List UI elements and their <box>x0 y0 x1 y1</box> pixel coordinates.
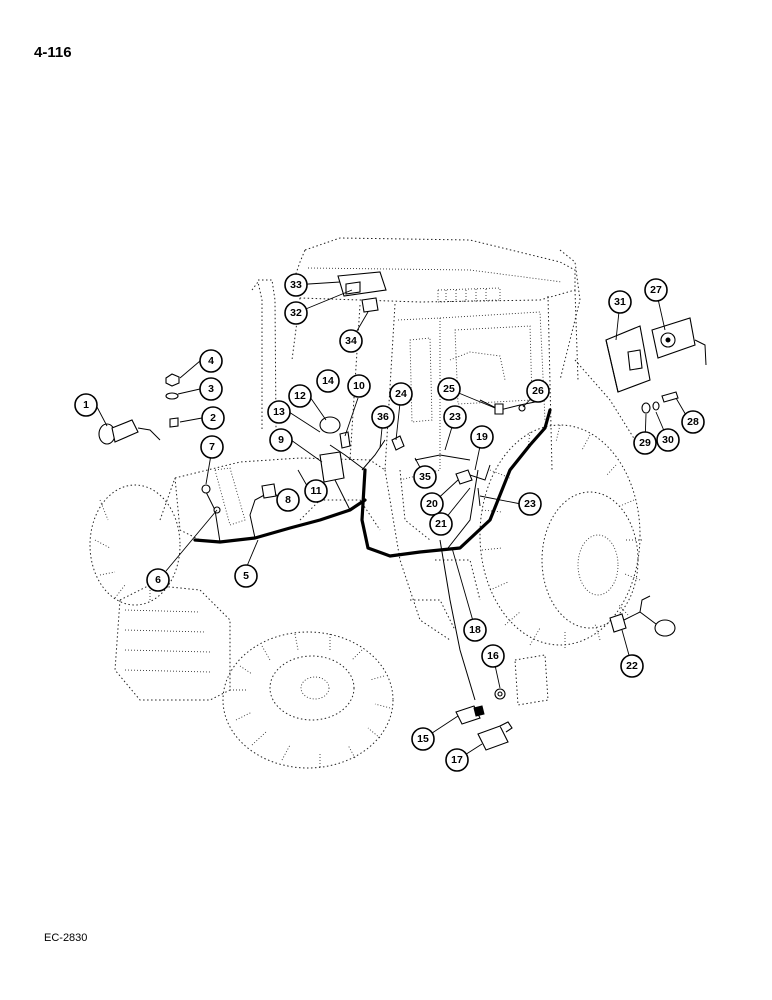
callout-11-number: 11 <box>310 485 321 497</box>
callout-11: 11 <box>304 479 328 503</box>
callout-9: 9 <box>269 428 293 452</box>
callout-1: 1 <box>74 393 98 417</box>
nut-part <box>165 373 180 387</box>
callout-19: 19 <box>470 425 494 449</box>
callout-15-number: 15 <box>417 733 429 745</box>
washer-part <box>165 392 179 400</box>
callout-23-number: 23 <box>449 411 461 423</box>
callout-26: 26 <box>526 379 550 403</box>
callout-23-cab: 23 <box>443 405 467 429</box>
callout-21-number: 21 <box>435 518 447 530</box>
callout-29: 29 <box>633 431 657 455</box>
callout-36: 36 <box>371 405 395 429</box>
callout-4: 4 <box>199 349 223 373</box>
callout-31: 31 <box>608 290 632 314</box>
callout-24: 24 <box>389 382 413 406</box>
callout-7: 7 <box>200 435 224 459</box>
callout-19-number: 19 <box>476 431 488 443</box>
callout-33: 33 <box>284 273 308 297</box>
callout-30: 30 <box>656 428 680 452</box>
callout-5-number: 5 <box>243 570 249 582</box>
callout-23-number: 23 <box>524 498 536 510</box>
callout-32-number: 32 <box>290 307 302 319</box>
callout-15: 15 <box>411 727 435 751</box>
callout-16: 16 <box>481 644 505 668</box>
callout-32: 32 <box>284 301 308 325</box>
callout-12-number: 12 <box>294 390 306 402</box>
callout-8: 8 <box>276 488 300 512</box>
document-code: EC-2830 <box>44 932 88 944</box>
callout-18: 18 <box>463 618 487 642</box>
callout-25-number: 25 <box>443 383 455 395</box>
relay-part <box>477 721 513 751</box>
callout-16-number: 16 <box>487 650 499 662</box>
callout-13: 13 <box>267 400 291 424</box>
lamp-part <box>98 419 161 445</box>
callout-33-number: 33 <box>290 279 302 291</box>
callout-20-number: 20 <box>426 498 438 510</box>
callout-1-number: 1 <box>83 399 89 411</box>
callout-26-number: 26 <box>532 385 544 397</box>
callout-8-number: 8 <box>285 494 291 506</box>
callout-6: 6 <box>146 568 170 592</box>
callout-9-number: 9 <box>278 434 284 446</box>
callout-7-number: 7 <box>209 441 215 453</box>
callout-27: 27 <box>644 278 668 302</box>
callout-23-fender: 23 <box>518 492 542 516</box>
callout-10: 10 <box>347 374 371 398</box>
callout-2-number: 2 <box>210 412 216 424</box>
callout-36-number: 36 <box>377 411 389 423</box>
callout-28: 28 <box>681 410 705 434</box>
callout-10-number: 10 <box>353 380 365 392</box>
leader-lines <box>96 281 691 761</box>
callout-34-number: 34 <box>345 335 357 347</box>
callout-13-number: 13 <box>273 406 285 418</box>
main-wiring-harness <box>193 399 552 701</box>
callout-14: 14 <box>316 369 340 393</box>
callout-17: 17 <box>445 748 469 772</box>
screw-part <box>169 417 179 428</box>
callout-25: 25 <box>437 377 461 401</box>
callout-35: 35 <box>413 465 437 489</box>
callout-14-number: 14 <box>322 375 334 387</box>
callout-28-number: 28 <box>687 416 699 428</box>
callout-34: 34 <box>339 329 363 353</box>
callout-21: 21 <box>429 512 453 536</box>
callout-4-number: 4 <box>208 355 214 367</box>
callout-24-number: 24 <box>395 388 407 400</box>
callout-31-number: 31 <box>614 296 626 308</box>
callout-2: 2 <box>201 406 225 430</box>
callout-35-number: 35 <box>419 471 431 483</box>
callout-30-number: 30 <box>662 434 674 446</box>
callout-17-number: 17 <box>451 754 463 766</box>
pressure-switch-part <box>455 705 485 725</box>
socket-part <box>651 317 707 366</box>
sensor-part <box>609 595 676 637</box>
callout-20: 20 <box>420 492 444 516</box>
tractor-outline <box>89 237 642 769</box>
page-number: 4-116 <box>34 44 72 61</box>
callout-5: 5 <box>234 564 258 588</box>
callout-27-number: 27 <box>650 284 662 296</box>
callout-6-number: 6 <box>155 574 161 586</box>
callout-22-number: 22 <box>626 660 638 672</box>
callout-3-number: 3 <box>208 383 214 395</box>
callout-labels: 1 2 3 4 5 6 7 8 9 10 11 12 13 14 15 16 1… <box>74 273 705 772</box>
callout-12: 12 <box>288 384 312 408</box>
callout-22: 22 <box>620 654 644 678</box>
callout-18-number: 18 <box>469 624 481 636</box>
component-parts <box>98 271 707 751</box>
callout-29-number: 29 <box>639 437 651 449</box>
bracket-part <box>605 325 651 393</box>
callout-3: 3 <box>199 377 223 401</box>
